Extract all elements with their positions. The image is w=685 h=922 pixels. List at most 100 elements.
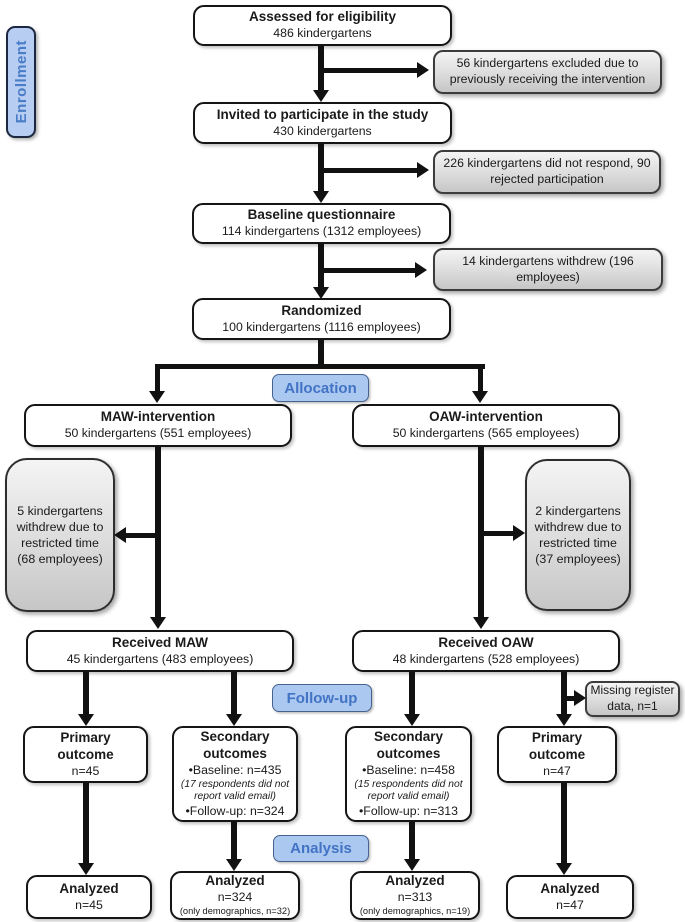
- box-secondary-left-title: Secondary outcomes: [200, 728, 270, 761]
- arrow-oaw-withdrew-line: [483, 531, 514, 536]
- stage-followup-badge: Follow-up: [272, 684, 372, 712]
- box-invited-sub: 430 kindergartens: [273, 123, 372, 138]
- sidebox-withdrew-text: 14 kindergartens withdrew (196 employees…: [462, 253, 634, 284]
- arrow-secondary-left-analyzed-head: [226, 859, 242, 871]
- arrow-split-left-line: [155, 364, 160, 393]
- box-received-oaw-title: Received OAW: [438, 634, 534, 650]
- box-analyzed-1-sub: n=45: [75, 897, 103, 912]
- stage-followup-text: Follow-up: [286, 689, 358, 707]
- box-baseline-sub: 114 kindergartens (1312 employees): [221, 224, 422, 239]
- box-primary-left-sub: n=45: [71, 763, 100, 778]
- arrow-branch-withdrew-head: [415, 262, 427, 278]
- stage-analysis-badge: Analysis: [273, 835, 369, 862]
- arrow-randomized-trunk: [318, 340, 324, 369]
- arrow-oaw-withdrew-head: [513, 525, 525, 541]
- box-maw-sub: 50 kindergartens (551 employees): [64, 426, 252, 441]
- sidebox-withdrew: 14 kindergartens withdrew (196 employees…: [433, 248, 663, 291]
- box-secondary-left-bullet2: •Follow-up: n=324: [185, 803, 285, 818]
- sidebox-excluded-text: 56 kindergartens excluded due to previou…: [449, 56, 646, 86]
- stage-allocation-text: Allocation: [284, 379, 357, 397]
- sidebox-missing-register: Missing register data, n=1: [585, 681, 680, 717]
- box-analyzed-2-sub: n=324: [217, 889, 253, 904]
- box-assessed: Assessed for eligibility 486 kindergarte…: [193, 5, 452, 46]
- arrow-branch-no-response-head: [417, 162, 429, 178]
- arrow-received-maw-secondary-line: [231, 672, 237, 716]
- box-baseline: Baseline questionnaire 114 kindergartens…: [192, 203, 451, 244]
- box-oaw-sub: 50 kindergartens (565 employees): [392, 426, 580, 441]
- arrow-baseline-randomized-head: [313, 287, 329, 299]
- stage-enrollment-text: Enrollment: [12, 40, 30, 124]
- sidebox-oaw-withdrew: 2 kindergartens withdrew due to restrict…: [525, 459, 631, 611]
- arrow-branch-no-response-line: [320, 168, 418, 173]
- box-primary-outcome-right: Primary outcome n=47: [497, 726, 617, 783]
- box-analyzed-3: Analyzed n=313 (only demographics, n=19): [350, 871, 480, 920]
- sidebox-excluded: 56 kindergartens excluded due to previou…: [433, 50, 662, 94]
- arrow-primary-right-analyzed-line: [561, 783, 567, 865]
- box-invited-title: Invited to participate in the study: [216, 106, 429, 122]
- arrow-missing-register-line: [564, 696, 576, 701]
- arrow-secondary-right-analyzed-head: [404, 859, 420, 871]
- arrow-maw-withdrew-head: [114, 527, 126, 543]
- box-analyzed-3-sub: n=313: [397, 889, 433, 904]
- sidebox-maw-withdrew: 5 kindergartens withdrew due to restrict…: [5, 458, 115, 612]
- box-analyzed-2: Analyzed n=324 (only demographics, n=32): [170, 871, 300, 920]
- arrow-secondary-right-analyzed-line: [409, 822, 415, 861]
- stage-analysis-text: Analysis: [290, 840, 352, 857]
- box-received-oaw-sub: 48 kindergartens (528 employees): [392, 651, 580, 666]
- box-baseline-title: Baseline questionnaire: [247, 207, 396, 223]
- box-secondary-right-note: (15 respondents did not report valid ema…: [354, 779, 463, 802]
- sidebox-missing-register-text: Missing register data, n=1: [590, 683, 675, 713]
- box-analyzed-3-title: Analyzed: [385, 873, 445, 889]
- sidebox-no-response-text: 226 kindergartens did not respond, 90 re…: [443, 156, 651, 186]
- arrow-split-horizontal: [155, 364, 485, 369]
- arrow-branch-excluded-line: [320, 68, 418, 73]
- arrow-missing-register-head: [574, 690, 586, 706]
- box-analyzed-4-sub: n=47: [556, 897, 584, 912]
- arrow-received-oaw-primary-line: [561, 672, 567, 716]
- box-analyzed-3-note: (only demographics, n=19): [359, 906, 471, 917]
- arrow-invited-baseline-head: [313, 191, 329, 203]
- arrow-received-maw-primary-line: [83, 672, 89, 716]
- arrow-primary-left-analyzed-head: [78, 863, 94, 875]
- arrow-oaw-received-line: [478, 447, 484, 619]
- box-secondary-left-note: (17 respondents did not report valid ema…: [180, 779, 290, 802]
- arrow-received-maw-secondary-head: [226, 714, 242, 726]
- box-assessed-title: Assessed for eligibility: [248, 9, 397, 25]
- arrow-primary-left-analyzed-line: [83, 783, 89, 865]
- arrow-baseline-randomized-line: [318, 244, 324, 288]
- box-primary-right-title: Primary outcome: [528, 729, 586, 762]
- arrow-assessed-invited-head: [313, 90, 329, 102]
- arrow-split-left-head: [149, 391, 165, 403]
- box-oaw-title: OAW-intervention: [429, 409, 543, 425]
- arrow-received-oaw-secondary-line: [409, 672, 415, 716]
- arrow-split-right-head: [472, 391, 488, 403]
- box-received-oaw: Received OAW 48 kindergartens (528 emplo…: [352, 630, 620, 672]
- box-primary-outcome-left: Primary outcome n=45: [23, 726, 148, 783]
- arrow-received-oaw-secondary-head: [404, 714, 420, 726]
- box-secondary-left-bullet1: •Baseline: n=435: [188, 762, 282, 777]
- box-secondary-right-bullet1: •Baseline: n=458: [362, 762, 455, 777]
- arrow-split-right-line: [478, 364, 483, 393]
- arrow-branch-excluded-head: [417, 62, 429, 78]
- box-randomized-title: Randomized: [281, 302, 362, 318]
- box-randomized: Randomized 100 kindergartens (1116 emplo…: [192, 298, 451, 340]
- box-randomized-sub: 100 kindergartens (1116 employees): [222, 319, 421, 334]
- box-analyzed-2-title: Analyzed: [205, 873, 265, 889]
- box-analyzed-2-note: (only demographics, n=32): [179, 906, 291, 917]
- stage-allocation-badge: Allocation: [272, 374, 369, 402]
- box-analyzed-4-title: Analyzed: [540, 880, 600, 896]
- arrow-oaw-received-head: [473, 617, 489, 629]
- arrow-secondary-left-analyzed-line: [231, 822, 237, 861]
- arrow-branch-withdrew-line: [320, 268, 416, 273]
- box-received-maw-sub: 45 kindergartens (483 employees): [66, 651, 254, 666]
- box-analyzed-1-title: Analyzed: [59, 880, 119, 896]
- box-analyzed-4: Analyzed n=47: [506, 875, 634, 919]
- box-assessed-sub: 486 kindergartens: [273, 26, 372, 41]
- stage-enrollment-label: Enrollment: [6, 26, 36, 138]
- box-invited: Invited to participate in the study 430 …: [193, 102, 452, 144]
- sidebox-no-response: 226 kindergartens did not respond, 90 re…: [433, 150, 661, 194]
- arrow-maw-received-head: [150, 617, 166, 629]
- box-secondary-right-title: Secondary outcomes: [373, 728, 444, 761]
- box-primary-left-title: Primary outcome: [57, 729, 114, 762]
